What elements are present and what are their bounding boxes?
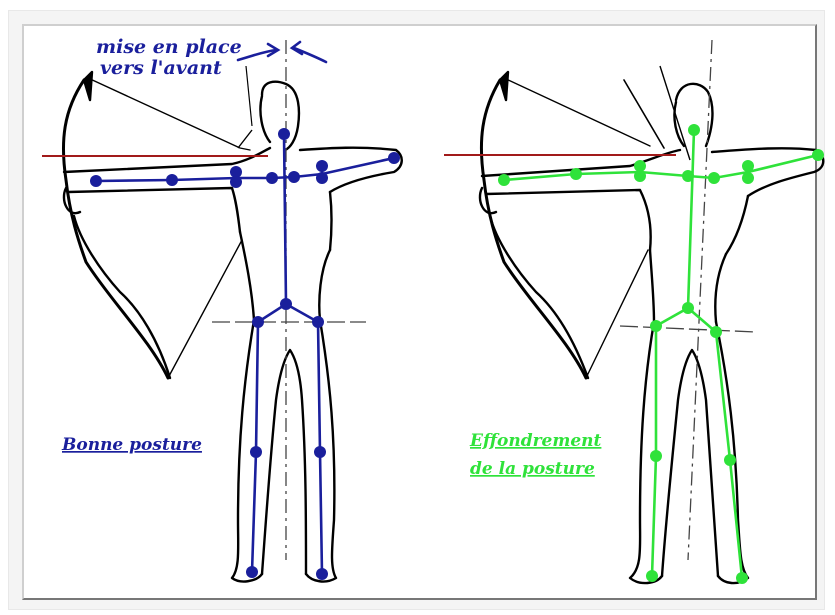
label-good-posture: Bonne posture [61,435,202,455]
skeleton-good [96,134,394,574]
bowstring-left [88,78,250,150]
figure-good [63,72,401,581]
label-bad-posture-line2: de la posture [470,459,595,479]
bow-right [481,80,586,378]
forward-arrows [238,42,326,62]
annotation-line1: mise en place [96,36,242,58]
joints-good [90,128,400,580]
skeleton-bad [504,130,818,578]
label-bad-posture-line1: Effondrement [469,431,602,451]
annotation-line2: vers l'avant [100,57,222,79]
